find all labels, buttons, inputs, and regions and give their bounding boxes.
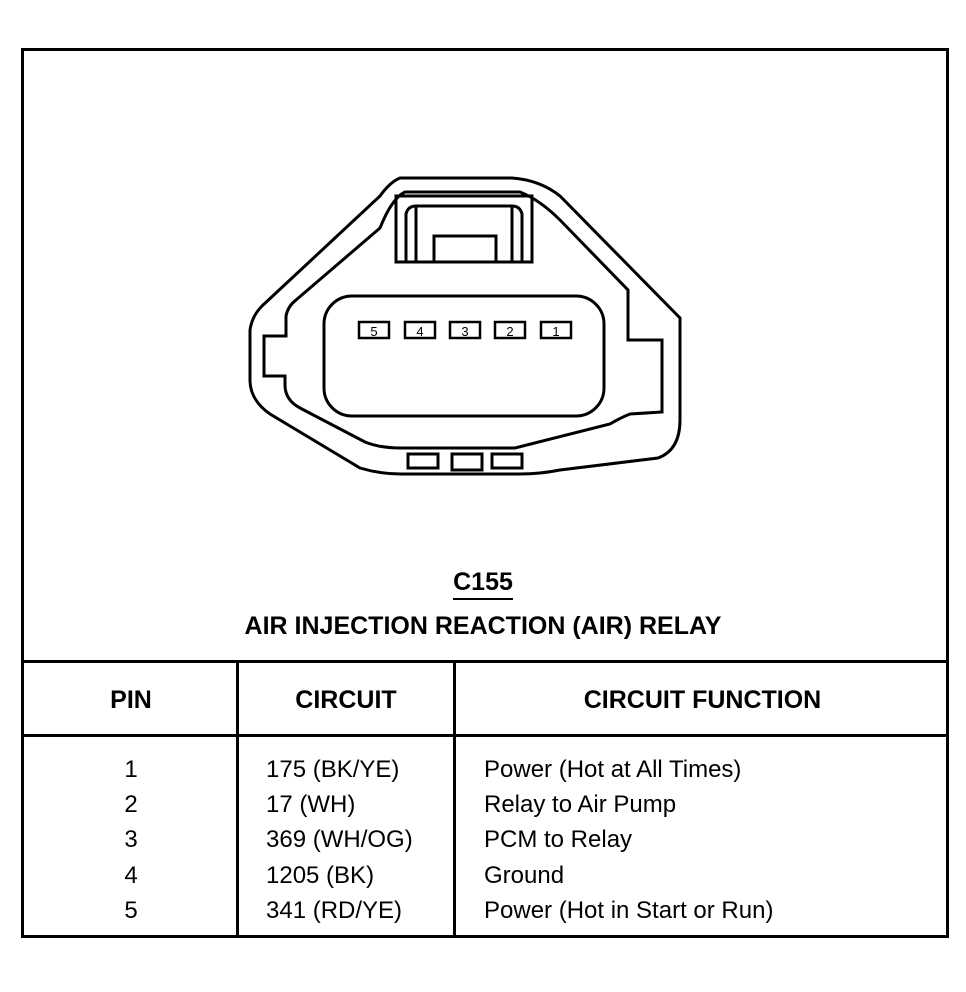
table-top-border: [24, 660, 949, 663]
connector-id: C155: [0, 568, 966, 600]
connector-id-text: C155: [453, 568, 513, 600]
pin-cell: 4: [124, 862, 138, 889]
pin-cell: 5: [124, 897, 138, 924]
circuit-cell: 369 (WH/OG): [266, 826, 413, 853]
key-slot-left: [406, 452, 440, 470]
pin-cavity-label-4: 4: [416, 324, 423, 339]
pin-cavity-label-3: 3: [461, 324, 468, 339]
function-cell: Relay to Air Pump: [484, 791, 677, 818]
pin-cavity-label-2: 2: [506, 324, 513, 339]
column-divider-1: [236, 660, 239, 938]
header-pin: PIN: [110, 686, 152, 714]
connector-housing-outline: [248, 176, 682, 476]
locking-tab-inner: [404, 204, 524, 262]
function-cell: Power (Hot in Start or Run): [484, 897, 774, 924]
pin-cavity-2: [493, 320, 527, 340]
function-cell: Power (Hot at All Times): [484, 756, 742, 783]
pin-cell: 1: [124, 756, 138, 783]
pin-cavity-3: [448, 320, 482, 340]
circuit-cell: 175 (BK/YE): [266, 756, 400, 783]
pin-cavity-4: [403, 320, 437, 340]
header-circuit: CIRCUIT: [295, 686, 397, 714]
column-divider-2: [453, 660, 456, 938]
table-header-divider: [24, 734, 949, 737]
pin-cell: 2: [124, 791, 138, 818]
connector-inner-outline: [262, 190, 664, 450]
pin-cavity-label-5: 5: [370, 324, 377, 339]
pin-cavity-5: [357, 320, 391, 340]
function-cell: PCM to Relay: [484, 826, 633, 853]
terminal-face: [322, 294, 606, 418]
circuit-cell: 341 (RD/YE): [266, 897, 403, 924]
page-frame: [21, 48, 949, 938]
pin-cavity-1: [539, 320, 573, 340]
circuit-cell: 1205 (BK): [266, 862, 375, 889]
pin-cell: 3: [124, 826, 138, 853]
locking-tab-latch: [432, 234, 498, 264]
function-cell: Ground: [484, 862, 565, 889]
key-slot-center: [450, 452, 484, 472]
circuit-cell: 17 (WH): [266, 791, 356, 818]
pin-cavity-label-1: 1: [552, 324, 559, 339]
connector-name: AIR INJECTION REACTION (AIR) RELAY: [244, 612, 722, 640]
connector-diagram: 5 4 3 2 1: [248, 176, 682, 476]
key-slot-right: [490, 452, 524, 470]
header-circuit-function: CIRCUIT FUNCTION: [583, 686, 822, 714]
